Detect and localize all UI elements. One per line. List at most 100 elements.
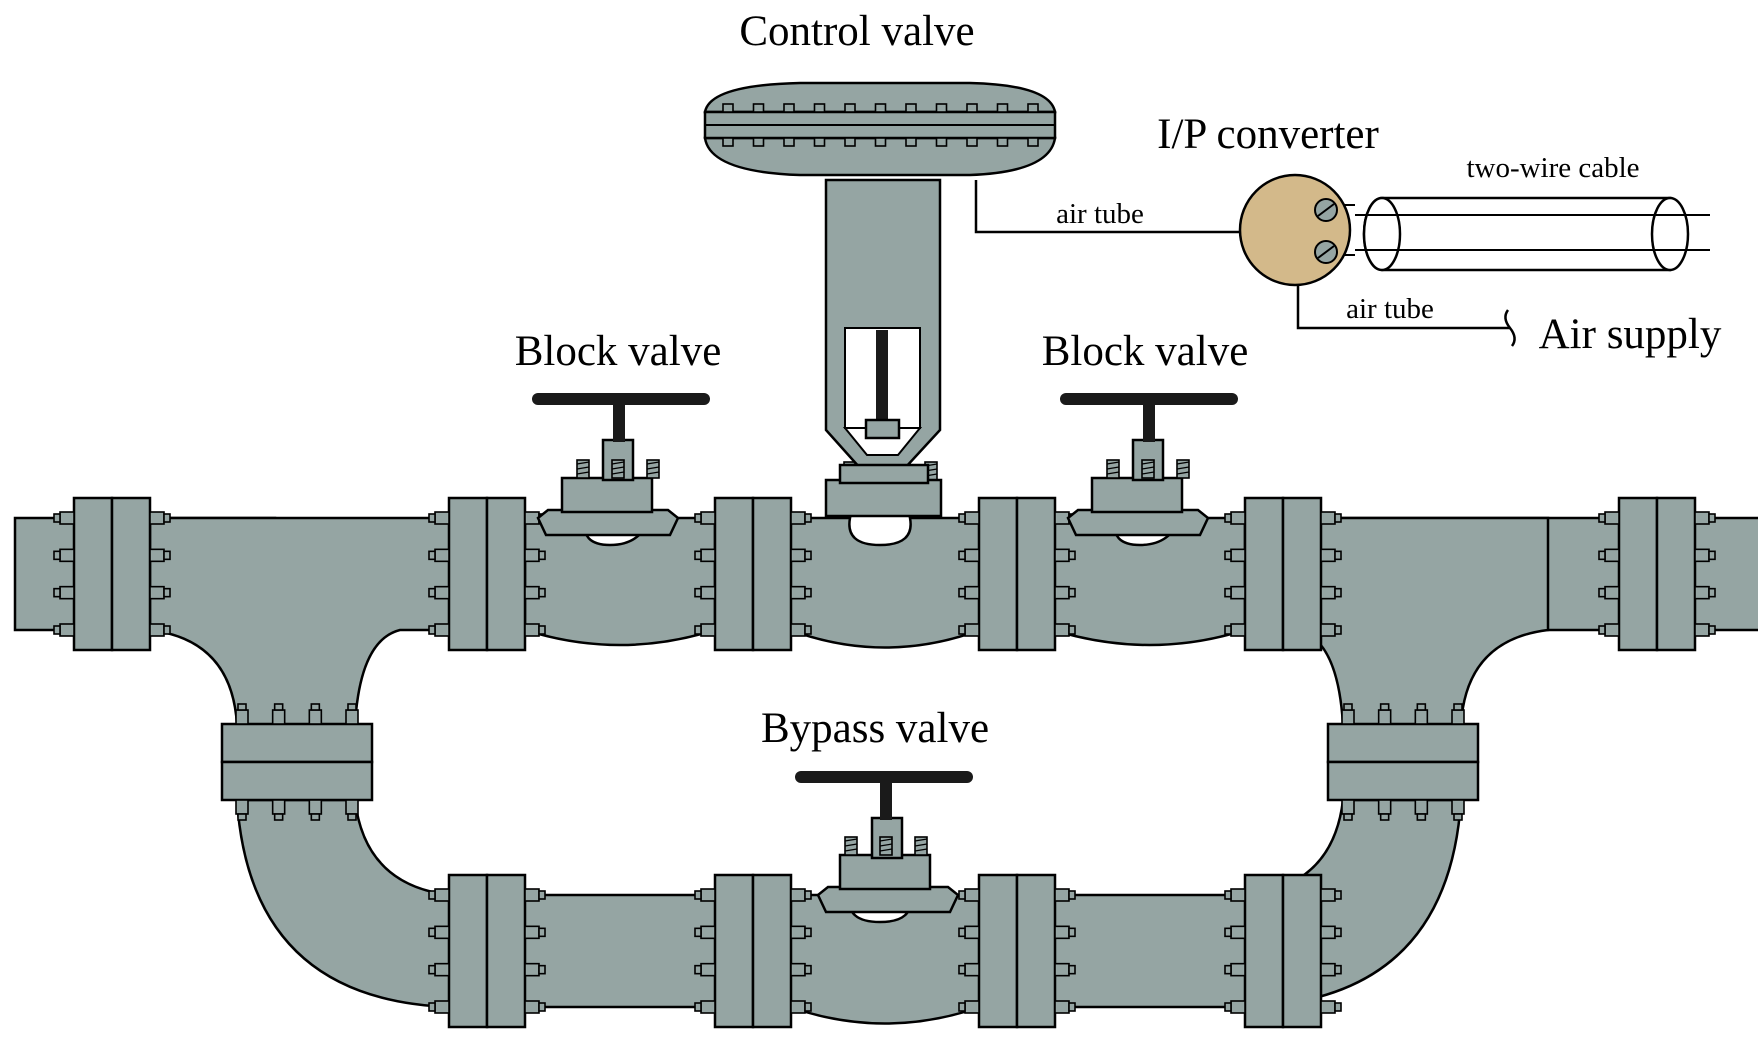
diaphragm-bolt	[905, 103, 917, 147]
air-tube-upper	[974, 180, 1240, 234]
left-bypass-elbow	[235, 798, 452, 1009]
flange-bolt	[1414, 703, 1429, 821]
pipe-flange	[1224, 873, 1342, 1029]
flange-bolt	[53, 511, 171, 525]
pipe-flange	[1598, 496, 1716, 652]
terminal-screw-icon	[1314, 198, 1338, 222]
flange-bolt	[1224, 585, 1342, 600]
pipe-flange	[428, 873, 546, 1029]
bypass-valve-label: Bypass valve	[761, 705, 989, 752]
bonnet-stud	[646, 459, 660, 479]
bonnet-stud	[576, 459, 590, 479]
diaphragm-bolts	[722, 103, 1039, 147]
block-valve-right-bonnet	[1066, 438, 1210, 537]
flange-bolt	[1598, 511, 1716, 525]
pipe-flange	[694, 496, 812, 652]
flange-bolt	[958, 548, 1076, 563]
handwheel-bypass	[795, 771, 973, 820]
block-valve-right-body	[1051, 516, 1247, 647]
diaphragm-bolt	[874, 103, 887, 147]
bonnet-stud	[844, 836, 858, 856]
bypass-valve-bonnet	[816, 816, 960, 914]
flange-bolt	[1224, 548, 1342, 563]
flange-bolt	[1224, 623, 1342, 637]
pipe-flange	[958, 496, 1076, 652]
bonnet-stud	[611, 459, 625, 479]
flange-bolt	[1224, 888, 1342, 902]
left-tee-fitting	[148, 516, 457, 727]
pipe-flange	[1224, 496, 1342, 652]
diaphragm-bolt	[966, 103, 978, 147]
flange-bolt	[1341, 703, 1355, 821]
flange-bolt	[428, 888, 546, 902]
air-tube-lower	[1296, 285, 1516, 347]
pipe-flange	[220, 703, 374, 821]
handwheel-right	[1060, 393, 1238, 442]
air-tube-upper-label: air tube	[1056, 198, 1144, 230]
flange-bolt	[428, 1000, 546, 1014]
flange-bolt	[694, 548, 812, 563]
diaphragm-bolt	[935, 103, 948, 147]
two-wire-cable-label: two-wire cable	[1466, 152, 1639, 184]
flange-bolt	[1598, 548, 1716, 563]
flange-bolt	[1451, 703, 1465, 821]
flange-bolt	[958, 511, 1076, 525]
flange-bolt	[958, 585, 1076, 600]
bonnet-studs	[576, 459, 1190, 856]
diaphragm-bolt	[844, 103, 856, 147]
control-valve-label: Control valve	[739, 8, 974, 55]
flange-bolt	[958, 962, 1076, 977]
flange-bolt	[694, 888, 812, 902]
block-valve-left-body	[523, 516, 717, 647]
flange-bolt	[53, 548, 171, 563]
flange-bolt	[694, 962, 812, 977]
pipe-flange	[428, 496, 546, 652]
flange-bolt	[308, 703, 323, 821]
flange-bolt	[53, 585, 171, 600]
flange-bolt	[694, 1000, 812, 1014]
flange-bolt	[694, 925, 812, 940]
handwheel-left	[532, 393, 710, 442]
pipe-flanges	[53, 496, 1716, 1029]
flange-bolt	[694, 623, 812, 637]
flange-bolt	[958, 925, 1076, 940]
flange-bolt	[271, 703, 286, 821]
diaphragm-bolt	[722, 103, 734, 147]
ip-converter-label: I/P converter	[1157, 111, 1379, 158]
bonnet-stud	[1106, 459, 1120, 479]
flange-bolt	[428, 962, 546, 977]
block-valve-left-label: Block valve	[515, 328, 722, 375]
pipe-flange	[694, 873, 812, 1029]
block-valve-right-label: Block valve	[1042, 328, 1249, 375]
flange-bolt	[428, 585, 546, 600]
flange-bolt	[958, 623, 1076, 637]
flange-bolt	[428, 925, 546, 940]
diaphragm-bolt	[813, 103, 826, 147]
air-tube-lower-label: air tube	[1346, 293, 1434, 325]
bonnet-stud	[1176, 459, 1190, 479]
control-valve-actuator	[703, 81, 1057, 518]
bonnet-stud	[1141, 459, 1155, 479]
pipe-flange	[53, 496, 171, 652]
air-supply-label: Air supply	[1539, 311, 1722, 358]
diaphragm-bolt	[1027, 103, 1039, 147]
flange-bolt	[694, 511, 812, 525]
ip-converter	[1238, 173, 1352, 287]
flange-bolt	[1598, 585, 1716, 600]
diaphragm-bolt	[752, 103, 765, 147]
flange-bolt	[428, 548, 546, 563]
flange-bolt	[1224, 511, 1342, 525]
flange-bolt	[345, 703, 359, 821]
diaphragm-bolt	[996, 103, 1009, 147]
flange-bolt	[53, 623, 171, 637]
pipe-flange	[958, 873, 1076, 1029]
bypass-valve-body	[788, 893, 982, 1025]
flange-bolt	[958, 1000, 1076, 1014]
bonnet-stud	[914, 836, 928, 856]
flange-bolt	[1224, 1000, 1342, 1014]
bonnet-stud	[879, 836, 893, 856]
flange-bolt	[1598, 623, 1716, 637]
flange-bolt	[428, 623, 546, 637]
flange-bolt	[1224, 962, 1342, 977]
